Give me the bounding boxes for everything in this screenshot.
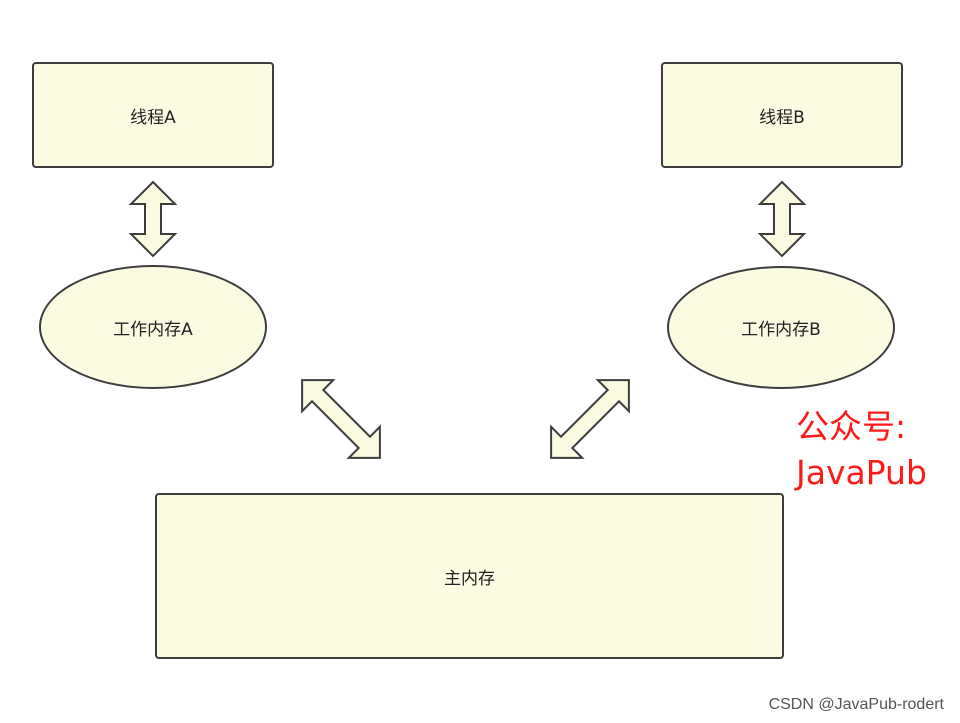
working-memory-a-label: 工作内存A	[113, 319, 193, 340]
csdn-credit: CSDN @JavaPub-rodert	[768, 696, 944, 713]
watermark-line-2: JavaPub	[796, 453, 927, 492]
main-memory-node: 主内存	[155, 493, 784, 659]
thread-b-node: 线程B	[661, 62, 903, 168]
working-memory-a-node: 工作内存A	[39, 265, 267, 389]
arrow-work-b-main	[550, 379, 630, 459]
thread-a-node: 线程A	[32, 62, 274, 168]
working-memory-b-node: 工作内存B	[667, 266, 895, 389]
arrow-work-a-main	[301, 379, 381, 459]
watermark-line-1: 公众号:	[796, 407, 907, 446]
working-memory-b-label: 工作内存B	[741, 320, 821, 340]
thread-a-label: 线程A	[130, 107, 176, 128]
main-memory-label: 主内存	[444, 568, 495, 589]
thread-b-label: 线程B	[759, 107, 805, 128]
arrow-thread-b-work-b	[757, 180, 807, 258]
wechat-watermark: 公众号: JavaPub	[796, 404, 927, 496]
arrow-thread-a-work-a	[128, 180, 178, 258]
